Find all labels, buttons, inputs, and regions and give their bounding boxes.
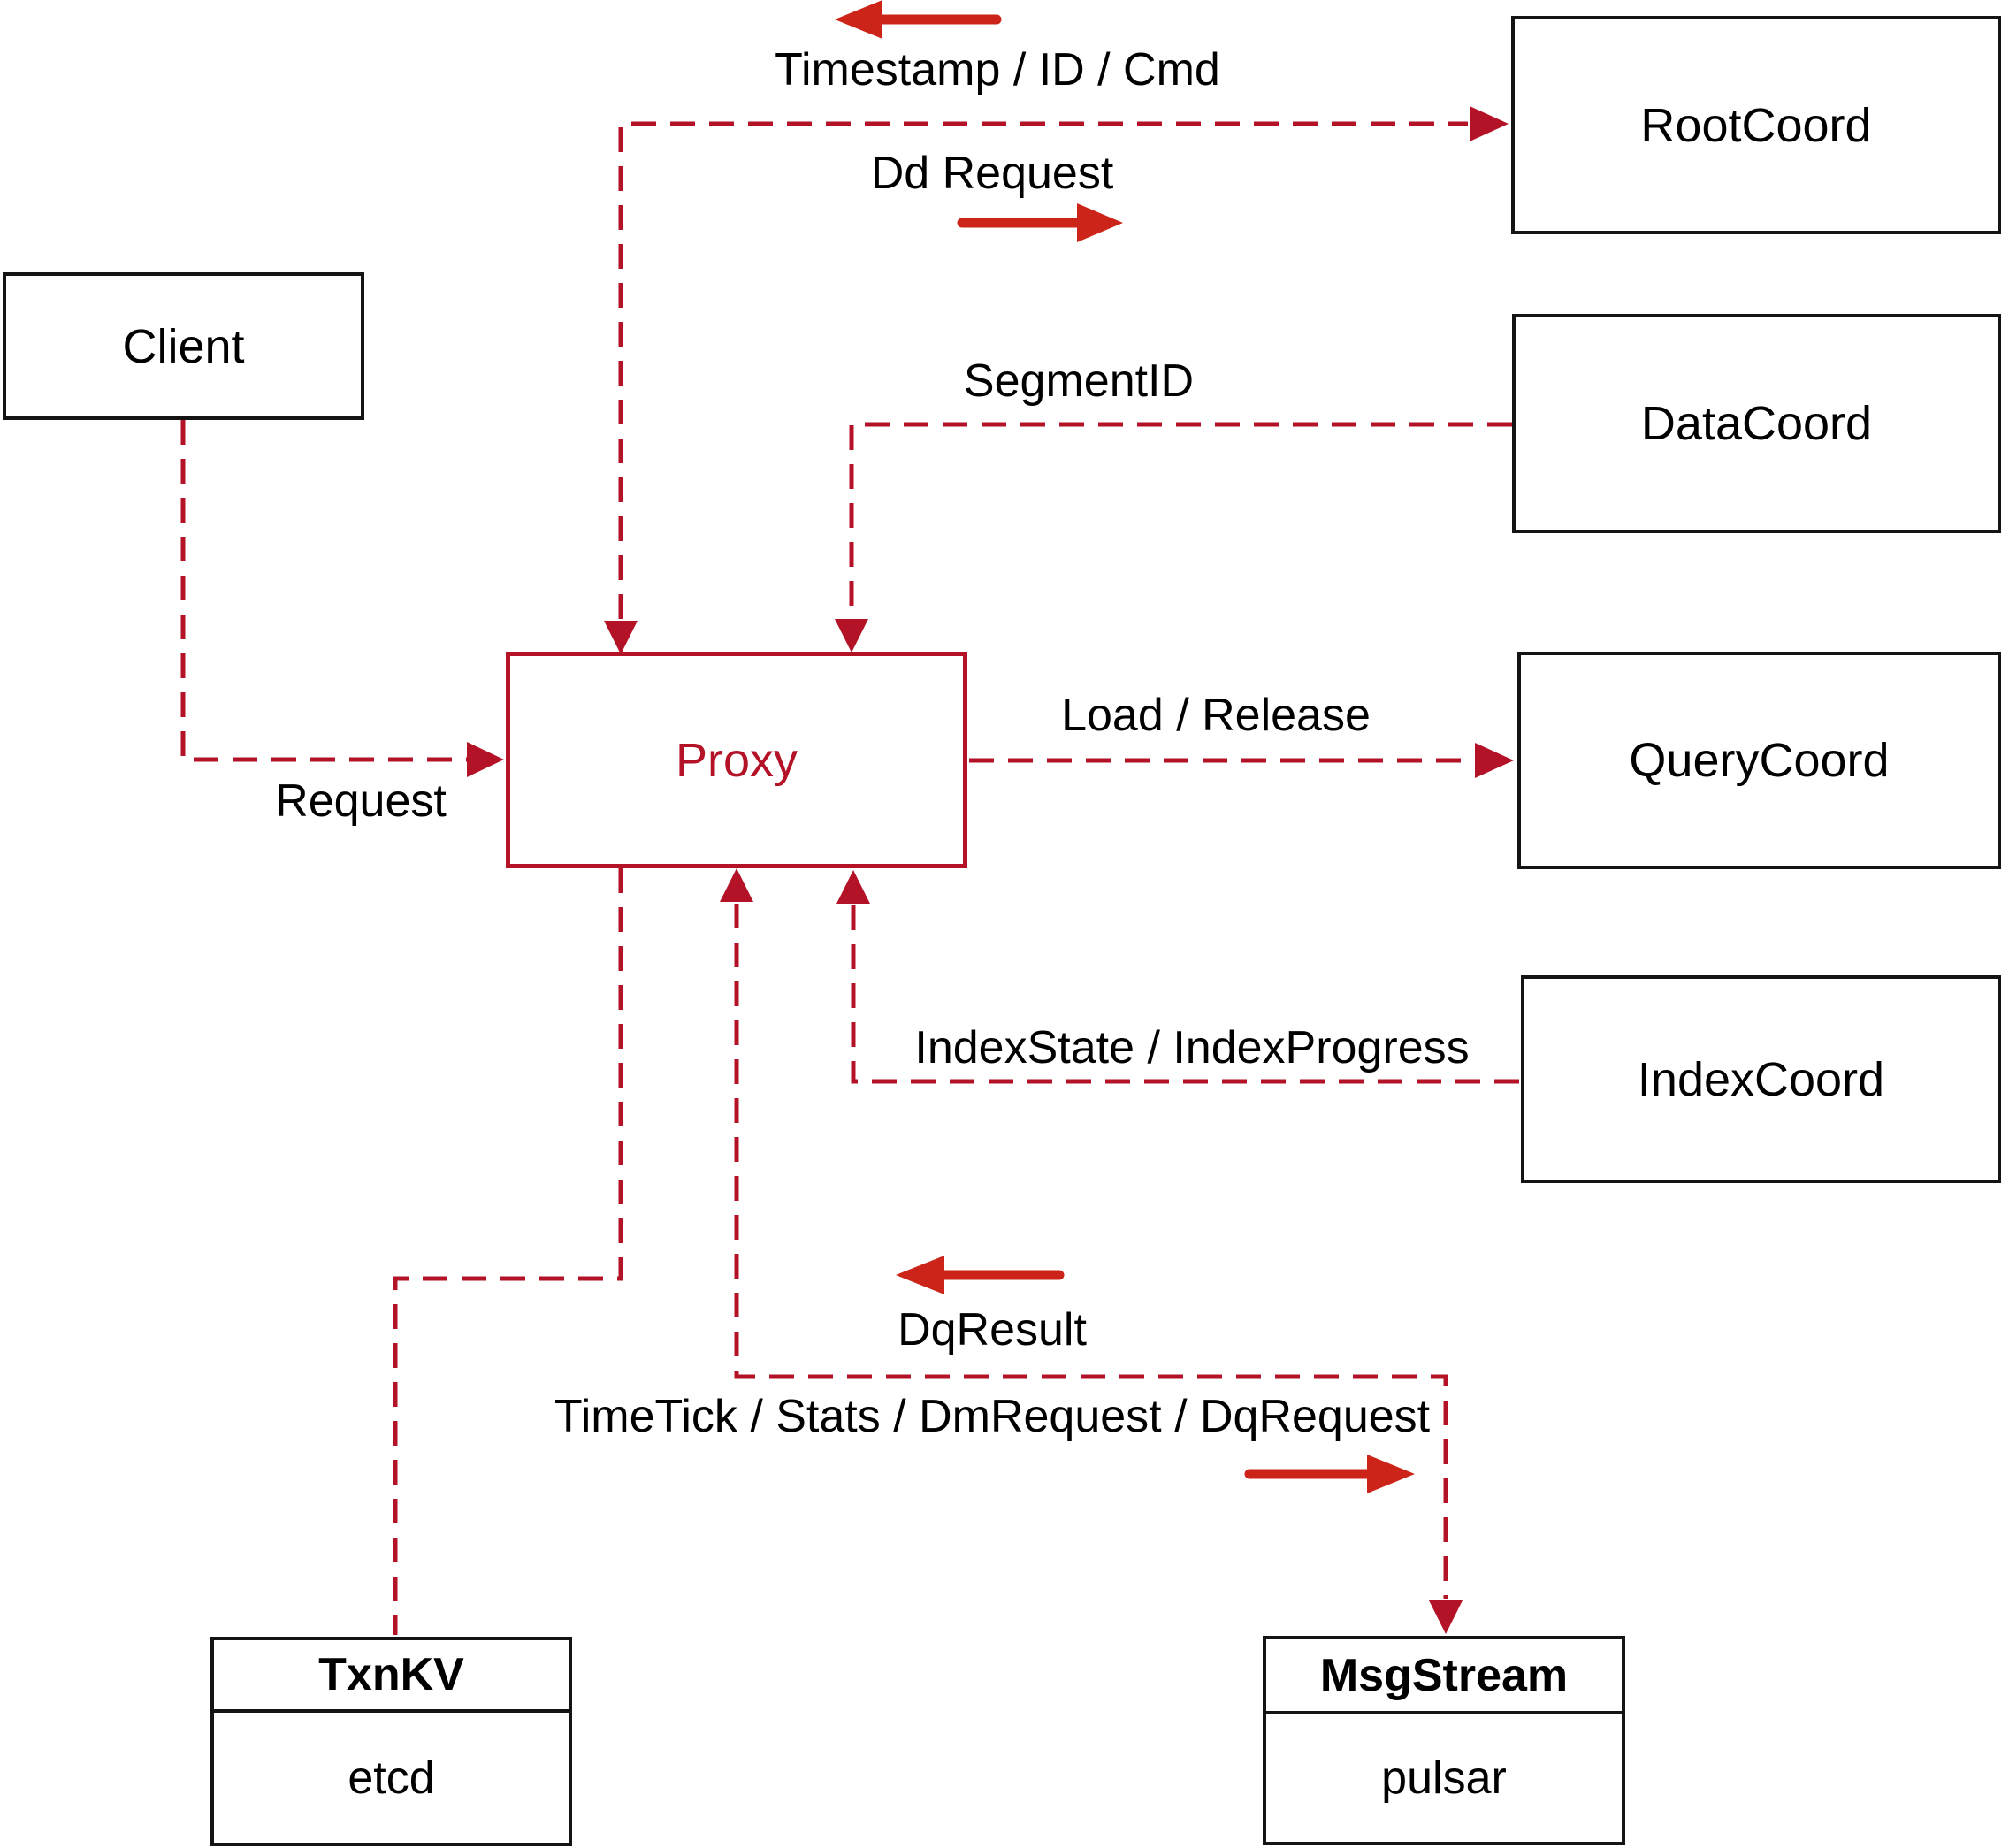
querycoord-label: QueryCoord: [1629, 734, 1890, 787]
edge-proxy-txnkv: [393, 868, 623, 1635]
node-msgstream: MsgStream pulsar: [1263, 1636, 1625, 1845]
datacoord-label: DataCoord: [1640, 397, 1873, 450]
arrowhead-into-proxy-bottom-right-icon: [836, 870, 870, 904]
txnkv-impl: etcd: [348, 1752, 435, 1804]
arrow-right-dd-request-icon: [957, 203, 1123, 242]
node-datacoord: DataCoord: [1512, 314, 2001, 533]
arrowhead-into-proxy-left-icon: [467, 742, 504, 777]
txnkv-title: TxnKV: [214, 1640, 569, 1713]
edge-label-dqresult: DqResult: [898, 1304, 1087, 1356]
arrowhead-into-proxy-bottom-left-icon: [720, 868, 753, 902]
edge-label-request: Request: [275, 775, 447, 828]
proxy-label: Proxy: [675, 733, 798, 787]
indexcoord-label: IndexCoord: [1637, 1052, 1885, 1106]
arrowhead-into-proxy-top-right-icon: [835, 619, 868, 653]
node-txnkv: TxnKV etcd: [210, 1637, 572, 1846]
arrow-right-timetick-icon: [1244, 1455, 1415, 1493]
edge-indexcoord-proxy: [851, 905, 1519, 1084]
edge-label-indexstate-indexprogress: IndexState / IndexProgress: [914, 1022, 1470, 1074]
edge-proxy-msgstream: [734, 904, 1448, 1599]
edge-label-timetick-stats-dmrequest-dqrequest: TimeTick / Stats / DmRequest / DqRequest: [554, 1391, 1431, 1443]
edge-label-load-release: Load / Release: [1061, 690, 1371, 742]
edge-client-proxy: [180, 420, 467, 762]
node-client: Client: [3, 272, 364, 420]
rootcoord-label: RootCoord: [1640, 98, 1872, 152]
arrowhead-into-proxy-top-left-icon: [604, 621, 638, 654]
arrowhead-into-querycoord-icon: [1475, 743, 1514, 778]
node-rootcoord: RootCoord: [1511, 16, 2001, 234]
edge-proxy-rootcoord: [618, 121, 1468, 619]
arrow-left-dqresult-icon: [896, 1256, 1065, 1294]
arrowhead-into-rootcoord-icon: [1470, 106, 1509, 141]
edge-label-timestamp-id-cmd: Timestamp / ID / Cmd: [775, 44, 1220, 96]
edge-datacoord-proxy: [849, 422, 1512, 617]
msgstream-title: MsgStream: [1266, 1639, 1622, 1714]
edge-label-segmentid: SegmentID: [963, 355, 1195, 408]
node-proxy: Proxy: [506, 652, 967, 868]
node-querycoord: QueryCoord: [1517, 652, 2001, 869]
msgstream-impl: pulsar: [1381, 1753, 1507, 1804]
arrowhead-into-msgstream-icon: [1429, 1600, 1463, 1634]
arrow-left-timestamp-icon: [835, 0, 1002, 39]
client-label: Client: [122, 319, 245, 373]
node-indexcoord: IndexCoord: [1521, 975, 2001, 1183]
edge-label-dd-request: Dd Request: [870, 148, 1114, 200]
